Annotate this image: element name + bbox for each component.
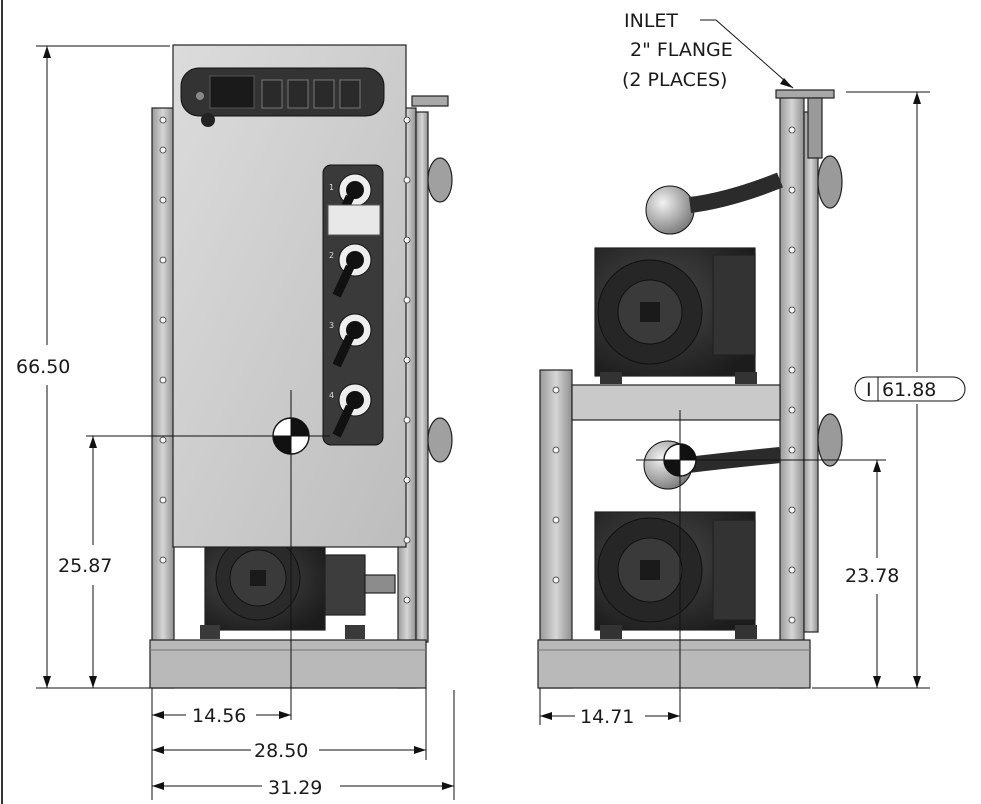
side-post-holes — [552, 126, 796, 624]
side-base-skid — [537, 639, 811, 689]
front-pump-side-lower — [427, 417, 453, 463]
lower-motor-foot-right — [735, 625, 757, 639]
controller-led — [196, 92, 204, 100]
front-motor-coupling — [364, 574, 396, 594]
upper-pump-head — [645, 185, 695, 235]
front-left-post — [151, 107, 175, 689]
side-dimensions: INLET 2" FLANGE (2 PLACES) I 61.88 23.78… — [539, 10, 966, 728]
front-motor-foot-right — [345, 625, 365, 639]
side-tall-post — [779, 95, 805, 689]
selector-switch-4 — [332, 383, 372, 438]
side-short-post — [539, 369, 573, 689]
dim-frame-width: 28.50 — [254, 740, 308, 762]
inspection-dimension-frame — [854, 376, 966, 402]
side-tall-post-rear — [803, 111, 819, 633]
front-motor-hub — [250, 570, 266, 586]
lower-motor-foot-left — [600, 625, 622, 639]
inlet-note-line3: (2 PLACES) — [622, 69, 727, 91]
upper-motor-foot-left — [600, 372, 622, 384]
controller-button-2 — [287, 79, 309, 109]
dim-inlet-height-prefix: I — [866, 379, 872, 401]
front-post-holes — [159, 116, 411, 604]
switch-number-1: 1 — [329, 183, 334, 192]
switch-number-3: 3 — [329, 321, 334, 330]
front-base-skid — [149, 639, 427, 689]
selector-switch-3 — [332, 313, 372, 368]
front-inlet-flange — [411, 95, 449, 107]
side-view — [537, 89, 886, 722]
dim-inlet-height: 61.88 — [882, 379, 936, 401]
inlet-note-line1: INLET — [624, 10, 678, 32]
front-dimensions: 66.50 25.87 14.56 28.50 31.29 — [16, 45, 455, 800]
front-motor-junction-box — [324, 554, 366, 616]
upper-motor-junction-box — [712, 254, 756, 356]
upper-hose — [688, 172, 783, 213]
front-motor-foot-left — [200, 625, 220, 639]
dim-overall-height: 66.50 — [16, 356, 70, 378]
inlet-leader — [700, 19, 794, 89]
dim-front-cg-offset: 14.56 — [192, 705, 246, 727]
dim-side-cg-offset: 14.71 — [580, 706, 634, 728]
panel-lock — [201, 113, 215, 127]
controller-button-4 — [339, 79, 361, 109]
lower-motor-junction-box — [712, 519, 756, 621]
side-lower-outlet — [817, 413, 843, 467]
selector-switch-2 — [332, 243, 372, 298]
controller-button-1 — [261, 79, 283, 109]
side-mid-rail — [571, 384, 781, 421]
front-view: 1 2 3 4 — [86, 44, 453, 720]
controller-button-3 — [313, 79, 335, 109]
controller-display — [209, 75, 255, 109]
lower-motor-hub — [640, 560, 660, 580]
front-right-rear-post — [415, 111, 429, 643]
side-inlet-flange — [775, 89, 835, 99]
warning-label — [327, 204, 381, 236]
front-pump-side-upper — [427, 157, 453, 203]
side-inlet-pipe — [807, 97, 823, 159]
dim-overall-width: 31.29 — [268, 777, 322, 799]
inlet-note-line2: 2" FLANGE — [630, 39, 733, 61]
side-upper-outlet — [817, 155, 843, 209]
dim-side-cg-height: 23.78 — [845, 565, 899, 587]
upper-motor-foot-right — [735, 372, 757, 384]
switch-number-2: 2 — [329, 251, 334, 260]
upper-motor-hub — [640, 302, 660, 322]
switch-number-4: 4 — [329, 391, 334, 400]
dim-front-cg-height: 25.87 — [58, 555, 112, 577]
